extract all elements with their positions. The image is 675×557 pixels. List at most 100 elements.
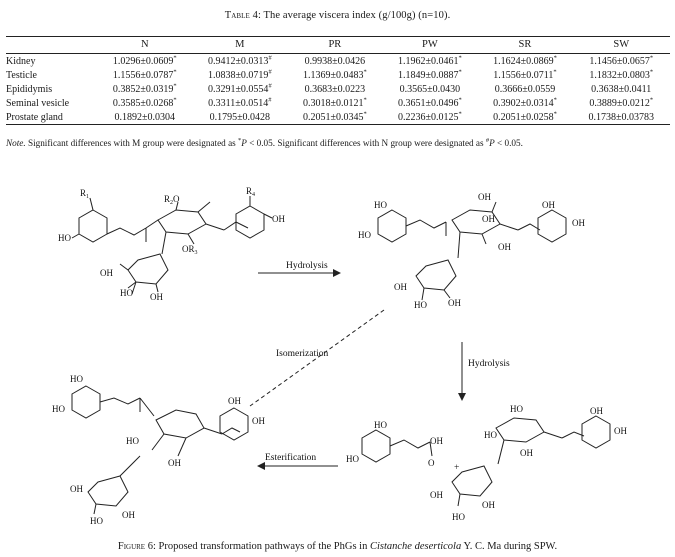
oh-label-5: OH (498, 242, 511, 252)
rhamnose-ring-3 (87, 475, 129, 507)
cell-value: 0.3638±0.0411 (591, 84, 652, 95)
oh-label-6: OH (482, 214, 495, 224)
column-header: PW (382, 36, 478, 54)
note-text-1: Significant differences with M group wer… (25, 138, 239, 148)
cell-value: 0.2051±0.0345 (302, 112, 364, 123)
row-label: Epididymis (6, 84, 53, 95)
note-p-1: P (241, 138, 247, 148)
glucose-ring (157, 209, 207, 235)
caffeoyl-ring-3 (71, 385, 101, 419)
table-cell: 0.2236±0.0125* (382, 110, 478, 125)
oh-label-21: OH (482, 500, 495, 510)
table-cell: 1.1556±0.0787* (97, 68, 192, 82)
significance-marker: * (173, 96, 177, 104)
table-cell: 1.1624±0.0869* (477, 54, 572, 69)
column-header: SW (572, 36, 670, 54)
caffeoyl-ring-2 (377, 209, 407, 243)
oh-label-15: OH (122, 510, 135, 520)
oh-label-2: OH (100, 268, 113, 278)
cell-value: 0.2236±0.0125 (398, 112, 459, 123)
cell-value: 0.1738±0.03783 (588, 112, 654, 123)
significance-marker: * (649, 68, 654, 76)
figure-tail: Y. C. Ma during SPW. (461, 541, 558, 552)
phenylethyl-ring-3 (219, 407, 249, 441)
table-cell: 0.3311±0.0514# (192, 96, 287, 110)
cell-value: 1.1849±0.0887 (398, 70, 459, 81)
ho-label-9: HO (90, 516, 103, 526)
cell-value: 1.1556±0.0787 (112, 70, 174, 81)
table-cell: 1.1832±0.0803* (572, 68, 670, 82)
oh-label-8: OH (572, 218, 585, 228)
cell-value: 0.3311±0.0514 (208, 98, 269, 109)
rhamnose-ring (127, 253, 169, 285)
ho-label-10: HO (374, 420, 387, 430)
cell-value: 0.2051±0.0258 (493, 112, 554, 123)
ho-label-6: HO (70, 374, 83, 384)
note-symbol-2: # (485, 136, 490, 144)
significance-marker: # (268, 82, 272, 90)
table-cell: 1.1456±0.0657* (572, 54, 670, 69)
cell-value: 0.3852±0.0319 (112, 84, 174, 95)
r1-label: R1 (80, 188, 89, 200)
r2o-label: R2O (164, 194, 180, 206)
plus-sign: + (454, 463, 459, 473)
oh-label-11: OH (228, 396, 241, 406)
cell-value: 1.0838±0.0719 (207, 70, 269, 81)
significance-marker: * (553, 68, 557, 76)
significance-marker: * (458, 68, 462, 76)
significance-marker: # (268, 54, 272, 62)
cell-value: 0.3585±0.0268 (112, 98, 174, 109)
oh-label-20: OH (430, 490, 443, 500)
oh-label-4: OH (478, 192, 491, 202)
table-row: Epididymis 0.3852±0.0319* 0.3291±0.0554#0.… (6, 82, 670, 96)
figure-species: Cistanche deserticola (369, 541, 462, 552)
row-label: Seminal vesicle (6, 98, 70, 109)
transformation-scheme: Hydrolysis Hydrolysis Isomerization Este… (52, 186, 627, 526)
ho-label-4: HO (358, 230, 371, 240)
phenylethyl-ring (235, 205, 265, 239)
note-text-2: < 0.05. Significant differences with N g… (246, 138, 486, 148)
figure-label: Figure 6 (117, 541, 153, 552)
table-caption: Table 4: The average viscera index (g/10… (0, 10, 675, 21)
cell-value: 1.1556±0.0711 (493, 70, 554, 81)
caffeoyl-ring (78, 209, 108, 243)
structure-hydrolysis-product (377, 201, 567, 301)
table-cell: 0.3683±0.0223 (287, 82, 382, 96)
table-cell: 0.3638±0.0411 (572, 82, 670, 96)
oh-label-12: OH (252, 416, 265, 426)
cell-value: 0.3291±0.0554 (207, 84, 269, 95)
significance-marker: * (173, 54, 177, 62)
note-text-3: < 0.05. (494, 138, 523, 148)
table-cell: 1.1962±0.0461* (382, 54, 477, 69)
cell-value: 0.3683±0.0223 (304, 84, 366, 95)
phenylethyl-ring-5 (581, 415, 611, 449)
figure-text: : Proposed transformation pathways of th… (152, 541, 370, 552)
structure-glycoside (451, 415, 611, 507)
ho-label-12: HO (510, 404, 523, 414)
cell-value: 1.1624±0.0869 (493, 56, 554, 67)
cell-value: 0.1795±0.0428 (209, 112, 271, 123)
cell-value: 0.9938±0.0426 (304, 56, 366, 67)
cell-value: 0.3651±0.0496 (398, 98, 459, 109)
significance-marker: * (173, 68, 177, 76)
oh-label-7: OH (542, 200, 555, 210)
significance-marker: * (458, 54, 462, 62)
table-cell: 0.3889±0.0212* (572, 96, 670, 110)
table-cell: 0.3585±0.0268* (97, 96, 192, 110)
ho-label-8: HO (126, 436, 139, 446)
table-note: Note. Significant differences with M gro… (6, 136, 523, 148)
table-cell: 0.3902±0.0314* (477, 96, 572, 110)
oh-label-13: OH (168, 458, 181, 468)
cell-value: 0.3018±0.0121 (302, 98, 364, 109)
table-cell: 0.3666±0.0559 (477, 82, 572, 96)
or3-label: OR3 (182, 244, 198, 256)
table-cell: 0.3852±0.0319* (97, 82, 192, 96)
table-title: : The average viscera index (g/100g) (n=… (257, 10, 451, 21)
significance-marker: * (458, 110, 462, 118)
table-cell: 0.2051±0.0258* (477, 110, 573, 125)
cell-value: 0.9412±0.0313 (207, 56, 269, 67)
